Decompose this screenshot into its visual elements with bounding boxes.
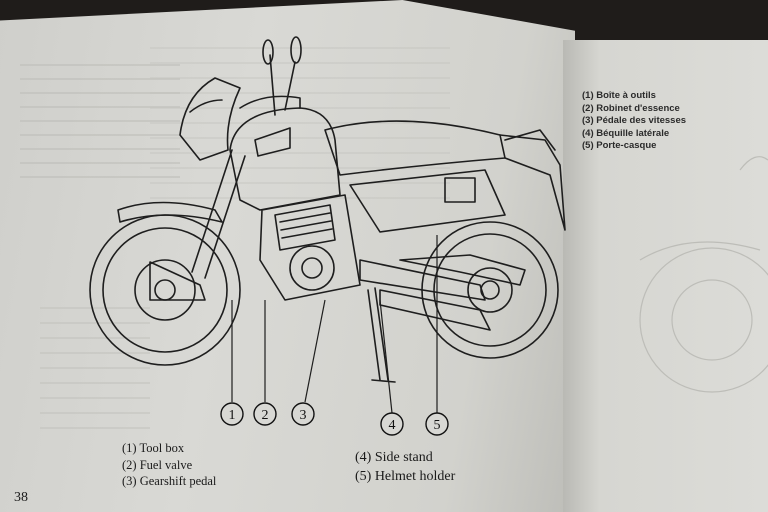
callout-4-label: 4 bbox=[389, 418, 396, 433]
callout-4 bbox=[380, 412, 404, 436]
legend-english-column-1: (1) Tool box (2) Fuel valve (3) Gearshif… bbox=[122, 440, 216, 490]
legend-english-item: (3) Gearshift pedal bbox=[122, 474, 217, 488]
legend-english-item: (4) Side stand bbox=[355, 450, 433, 465]
callout-3-label: 3 bbox=[300, 408, 307, 423]
legend-english-column-2: (4) Side stand (5) Helmet holder bbox=[355, 448, 455, 486]
callout-5-label: 5 bbox=[434, 418, 441, 433]
legend-english-item: (2) Fuel valve bbox=[122, 457, 193, 472]
legend-french-item: (2) Robinet d'essence bbox=[582, 102, 680, 114]
legend-french-item: (4) Béquille latérale bbox=[582, 127, 670, 139]
legend-english-item: (1) Tool box bbox=[122, 441, 185, 455]
page-number: 38 bbox=[14, 490, 28, 505]
legend-french-item: (5) Porte-casque bbox=[582, 140, 657, 151]
callout-2 bbox=[253, 402, 277, 426]
legend-french: (1) Boîte à outils (2) Robinet d'essence… bbox=[582, 90, 686, 153]
legend-french-item: (3) Pédale des vitesses bbox=[582, 115, 687, 126]
callout-3 bbox=[291, 402, 315, 426]
callout-1 bbox=[220, 402, 244, 426]
legend-english-item: (5) Helmet holder bbox=[355, 469, 456, 484]
ghost-motorcycle bbox=[639, 156, 768, 393]
right-page bbox=[563, 40, 768, 512]
callout-2-label: 2 bbox=[262, 408, 269, 423]
callout-1-label: 1 bbox=[229, 408, 236, 423]
legend-french-item: (1) Boîte à outils bbox=[582, 90, 656, 101]
callout-5 bbox=[425, 412, 449, 436]
